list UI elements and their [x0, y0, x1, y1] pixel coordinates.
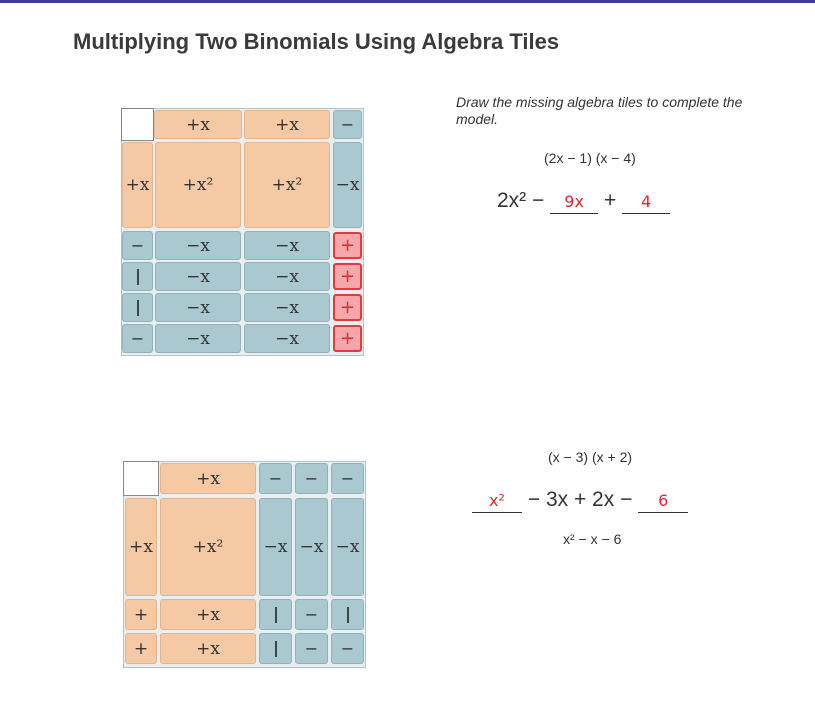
neg-x-tile: −x	[244, 324, 330, 353]
plus-sign: +	[603, 189, 617, 212]
pos-unit-tile-drawn: +	[333, 294, 362, 321]
neg-x-tile: −x	[155, 231, 241, 260]
left-unit-tile-vertical	[122, 262, 153, 291]
neg-x-tile: −x	[155, 324, 241, 353]
left-unit-tile: +	[125, 599, 157, 630]
x-squared-tile: +x²	[160, 498, 256, 596]
neg-x-tile-vertical: −x	[333, 142, 362, 228]
handwritten-answer: x²	[489, 491, 505, 510]
neg-unit-tile: −	[295, 599, 328, 630]
answer-middle: − 3x + 2x −	[527, 488, 633, 511]
unit-tile-vertical	[331, 599, 364, 630]
left-unit-tile-vertical	[122, 293, 153, 322]
x-squared-tile: +x²	[155, 142, 241, 228]
handwritten-answer: 9x	[564, 192, 584, 211]
handwritten-answer: 6	[658, 491, 669, 510]
pos-unit-tile-drawn: +	[333, 232, 362, 259]
expression-2: (x − 3) (x + 2)	[548, 449, 633, 465]
pos-x-tile: +x	[160, 633, 256, 664]
pos-unit-tile-drawn: +	[333, 325, 362, 352]
top-unit-tile: −	[333, 110, 362, 139]
unit-tile-vertical	[259, 599, 292, 630]
corner-cell	[121, 108, 154, 141]
page-title: Multiplying Two Binomials Using Algebra …	[73, 29, 560, 54]
pos-x-tile: +x	[160, 599, 256, 630]
neg-x-tile: −x	[155, 262, 241, 291]
left-unit-tile: −	[122, 324, 153, 353]
corner-cell	[123, 461, 159, 496]
left-x-tile: +x	[122, 142, 153, 228]
top-x-tile: +x	[244, 110, 330, 139]
top-unit-tile: −	[259, 463, 292, 494]
pos-unit-tile-drawn: +	[333, 263, 362, 290]
x-squared-tile: +x²	[244, 142, 330, 228]
left-unit-tile: −	[122, 231, 153, 260]
neg-unit-tile: −	[295, 633, 328, 664]
top-unit-tile: −	[331, 463, 364, 494]
top-x-tile: +x	[154, 110, 242, 139]
neg-x-tile: −x	[244, 262, 330, 291]
answer-blank-1[interactable]: 9x	[550, 189, 599, 214]
neg-x-tile: −x	[155, 293, 241, 322]
answer-blank-2[interactable]: 4	[622, 189, 671, 214]
result-expression: x² − x − 6	[563, 531, 622, 547]
neg-x-tile: −x	[244, 293, 330, 322]
left-unit-tile: +	[125, 633, 157, 664]
top-x-tile: +x	[160, 463, 256, 494]
neg-x-tile-vertical: −x	[331, 498, 364, 596]
neg-x-tile: −x	[244, 231, 330, 260]
neg-x-tile-vertical: −x	[295, 498, 328, 596]
answer-line-1: 2x² − 9x + 4	[497, 189, 671, 214]
answer-line-2: x² − 3x + 2x − 6	[472, 488, 689, 513]
unit-tile-vertical	[259, 633, 292, 664]
handwritten-answer: 4	[640, 192, 652, 211]
left-x-tile: +x	[125, 498, 157, 596]
instruction-text: Draw the missing algebra tiles to comple…	[456, 94, 743, 127]
neg-x-tile-vertical: −x	[259, 498, 292, 596]
top-accent-bar	[0, 0, 815, 3]
neg-unit-tile: −	[331, 633, 364, 664]
answer-blank-2[interactable]: 6	[638, 488, 689, 513]
expression-1: (2x − 1) (x − 4)	[544, 150, 636, 166]
answer-blank-1[interactable]: x²	[472, 488, 522, 513]
answer-prefix: 2x² −	[497, 189, 545, 212]
top-unit-tile: −	[295, 463, 328, 494]
